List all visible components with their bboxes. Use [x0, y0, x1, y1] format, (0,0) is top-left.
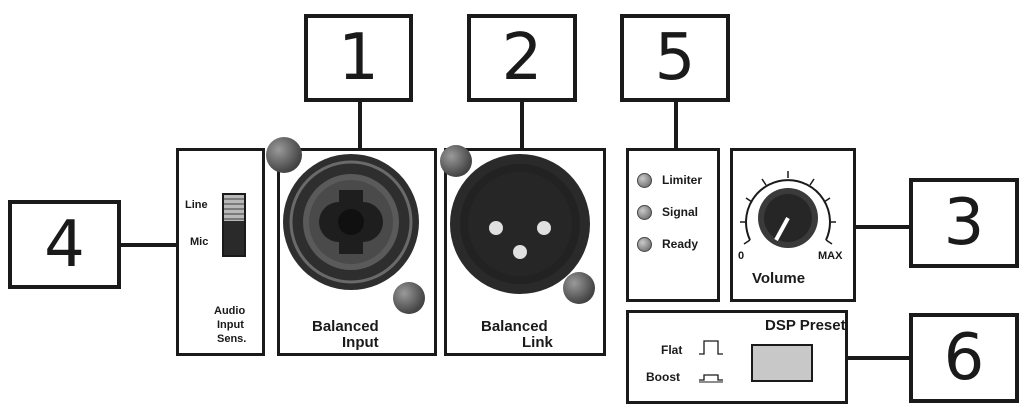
leader-line-4: [121, 243, 178, 247]
volume-knob-icon[interactable]: [738, 160, 838, 255]
callout-1: 1: [304, 14, 413, 102]
leader-line-2: [520, 102, 524, 150]
sens-caption-1: Audio: [214, 305, 246, 317]
button-up-icon: [699, 340, 723, 355]
callout-2: 2: [467, 14, 577, 102]
leader-line-6: [848, 356, 909, 360]
ready-led: [637, 237, 652, 252]
screw-icon: [393, 282, 425, 314]
link-caption-1: Balanced: [481, 318, 548, 335]
screw-icon: [266, 137, 302, 173]
flat-label: Flat: [661, 343, 683, 357]
limiter-label: Limiter: [662, 173, 703, 187]
callout-5: 5: [620, 14, 730, 102]
ready-label: Ready: [662, 237, 699, 251]
line-label: Line: [185, 199, 208, 211]
leader-line-5: [674, 102, 678, 148]
sens-switch-thumb: [224, 195, 244, 221]
callout-4: 4: [8, 200, 121, 289]
xlr-jack-icon[interactable]: [448, 152, 592, 296]
volume-max-label: MAX: [818, 250, 843, 262]
limiter-led: [637, 173, 652, 188]
signal-label: Signal: [662, 205, 699, 219]
boost-label: Boost: [646, 370, 680, 384]
input-caption-1: Balanced: [312, 318, 379, 335]
callout-6: 6: [909, 313, 1019, 403]
sens-switch[interactable]: [222, 193, 246, 257]
screw-icon: [563, 272, 595, 304]
mic-label: Mic: [190, 236, 209, 248]
sens-caption-3: Sens.: [217, 333, 247, 345]
dsp-preset-button[interactable]: [751, 344, 813, 382]
volume-caption: Volume: [752, 270, 806, 287]
indicator-panel: [626, 148, 720, 302]
signal-led: [637, 205, 652, 220]
screw-icon: [440, 145, 472, 177]
combo-jack-icon[interactable]: [281, 152, 421, 292]
callout-3: 3: [909, 178, 1019, 268]
volume-min-label: 0: [738, 250, 745, 262]
sens-caption-2: Input: [217, 319, 244, 331]
button-down-icon: [699, 374, 723, 383]
input-caption-2: Input: [342, 334, 379, 351]
leader-line-3: [855, 225, 909, 229]
dsp-title: DSP Preset: [765, 317, 846, 334]
sens-panel: [176, 148, 265, 356]
link-caption-2: Link: [522, 334, 553, 351]
leader-line-1: [358, 102, 362, 150]
